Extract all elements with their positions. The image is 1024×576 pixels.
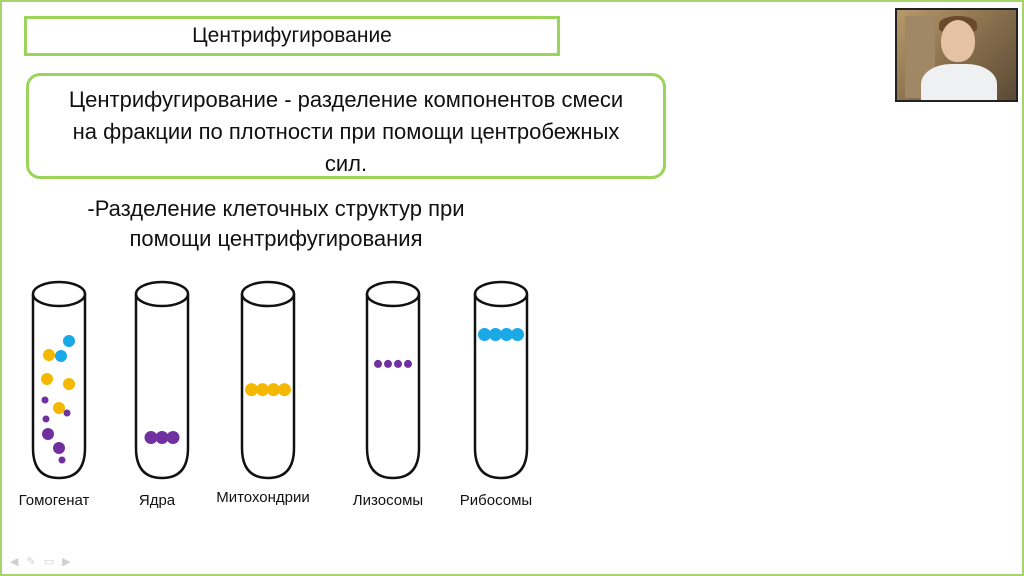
particle-yellow <box>43 349 55 361</box>
tube-label: Ядра <box>138 492 176 509</box>
band-particle-purple <box>404 359 412 368</box>
tube-label: Рибосомы <box>459 492 533 509</box>
particle-purple <box>42 428 54 440</box>
band-particle-purple <box>166 431 180 445</box>
test-tube-body <box>134 294 190 480</box>
particle-purple <box>58 456 66 464</box>
band-particle-purple <box>384 359 392 368</box>
slide-nav-toolbar: ◀ ✎ ▭ ▶ <box>10 555 71 568</box>
particle-purple <box>41 396 49 404</box>
particle-yellow <box>53 402 65 414</box>
band-particle-blue <box>500 327 513 341</box>
subheading-line-1: -Разделение клеточных структур при <box>87 196 465 221</box>
forward-arrow-icon[interactable]: ▶ <box>62 556 71 568</box>
definition-line-2: на фракции по плотности при помощи центр… <box>72 119 620 144</box>
particle-purple <box>63 409 71 417</box>
test-tube-rim <box>473 280 529 308</box>
particle-blue <box>63 335 75 347</box>
band-particle-blue <box>489 327 502 341</box>
tube-label: Гомогенат <box>18 492 90 509</box>
particle-yellow <box>63 378 75 390</box>
band-particle-blue <box>478 327 491 341</box>
particle-purple <box>42 415 50 423</box>
particle-yellow <box>41 373 53 385</box>
slide-title: Центрифугирование <box>24 16 560 56</box>
band-particle-purple <box>144 431 158 445</box>
test-tube-body <box>473 294 529 480</box>
band-particle-purple <box>394 359 402 368</box>
test-tube-rim <box>31 280 87 308</box>
presenter-head <box>941 20 975 62</box>
band-particle-purple <box>374 359 382 368</box>
pen-icon[interactable]: ✎ <box>26 556 36 568</box>
slide-title-text: Центрифугирование <box>192 24 392 47</box>
definition-box: Центрифугирование - разделение компонент… <box>26 73 666 179</box>
test-tube-rim <box>240 280 296 308</box>
presenter-shirt <box>921 64 997 100</box>
test-tube-rim <box>134 280 190 308</box>
centrifuge-tubes-diagram <box>31 280 529 480</box>
band-particle-yellow <box>256 383 269 397</box>
subheading: -Разделение клеточных структур при помощ… <box>56 194 496 254</box>
definition-line-1: Центрифугирование - разделение компонент… <box>68 87 624 112</box>
band-particle-purple <box>155 431 169 445</box>
band-particle-yellow <box>267 383 280 397</box>
band-particle-blue <box>511 327 524 341</box>
particle-blue <box>55 350 67 362</box>
subheading-line-2: помощи центрифугирования <box>129 226 423 251</box>
band-particle-yellow <box>278 383 291 397</box>
test-tube-body <box>365 294 421 480</box>
tube-label: Митохондрии <box>216 489 310 506</box>
definition-line-3: сил. <box>324 151 368 176</box>
presenter-video-icon <box>895 8 1018 102</box>
test-tube-rim <box>365 280 421 308</box>
test-tube-body <box>240 294 296 480</box>
back-arrow-icon[interactable]: ◀ <box>10 556 19 568</box>
slides-icon[interactable]: ▭ <box>43 556 55 568</box>
band-particle-yellow <box>245 383 258 397</box>
tube-label: Лизосомы <box>352 492 424 509</box>
particle-purple <box>53 442 65 454</box>
